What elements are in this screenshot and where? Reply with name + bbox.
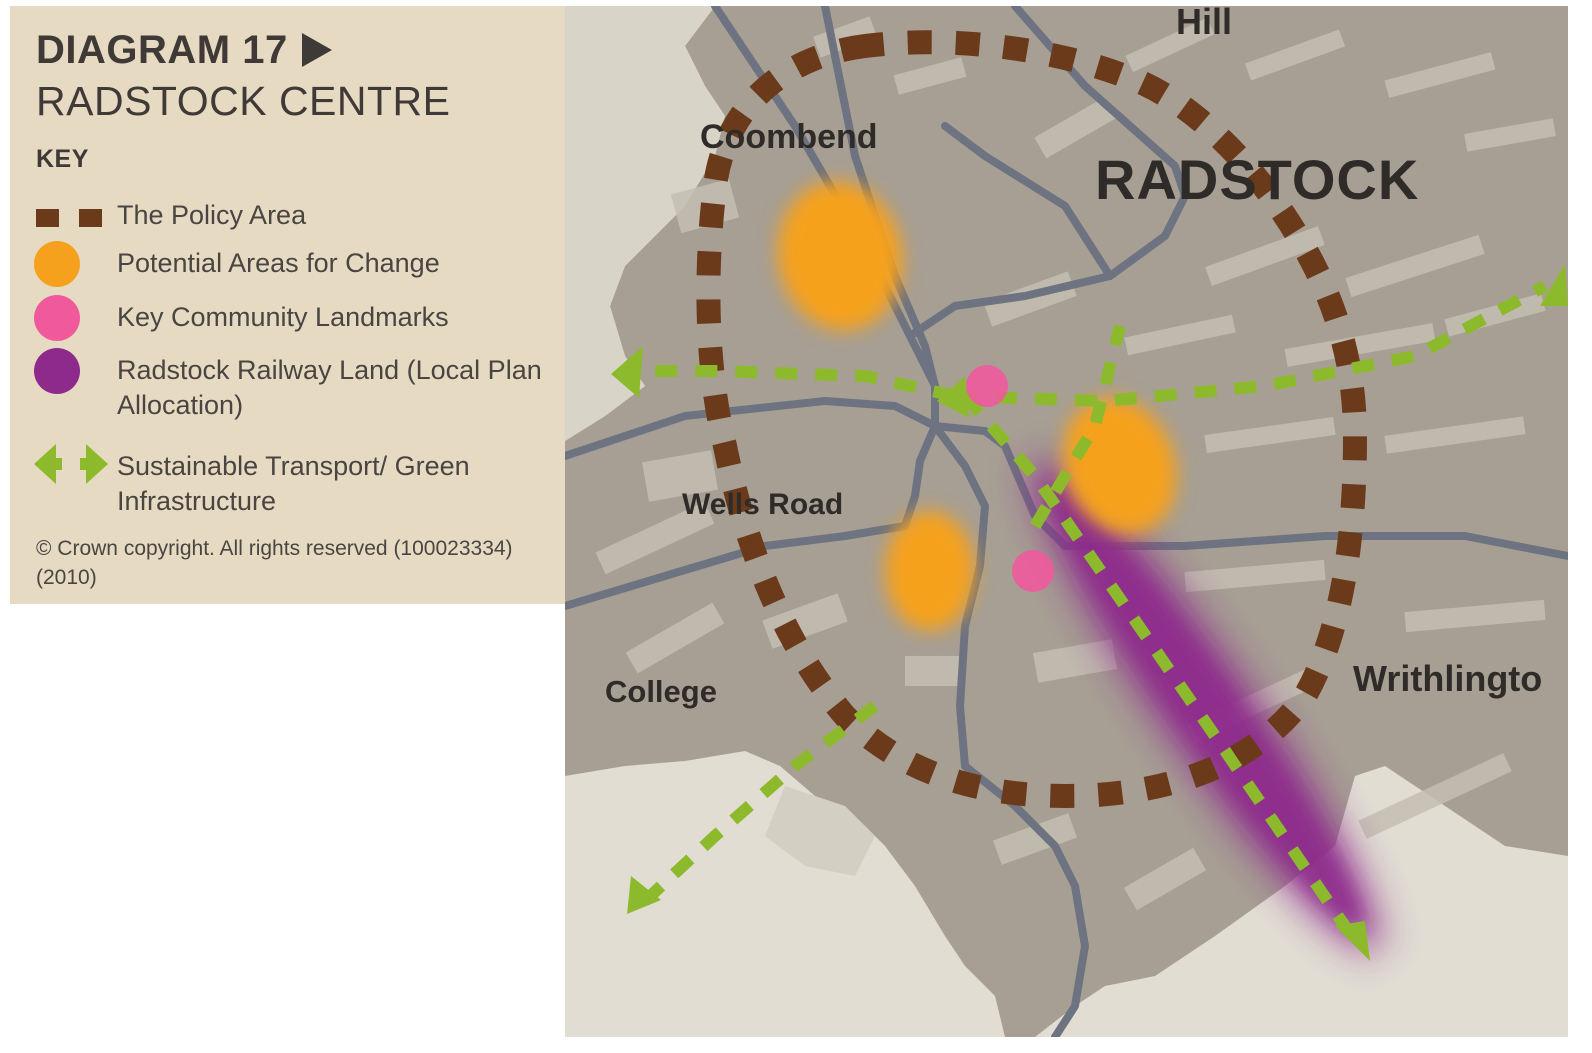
label-wells-road: Wells Road [682, 488, 843, 521]
diagram-number: DIAGRAM 17 [36, 28, 288, 72]
legend-label-railway-land: Radstock Railway Land (Local Plan Alloca… [117, 355, 542, 420]
green-arrow-west-icon [611, 346, 643, 398]
areas-for-change [777, 181, 1177, 631]
open-land-patch-south [765, 786, 875, 876]
road-network [565, 6, 1568, 1037]
diagram-title: DIAGRAM 17 [36, 28, 332, 73]
legend-label-policy-area: The Policy Area [117, 200, 307, 230]
green-double-arrow-icon [34, 444, 108, 484]
railway-land-zone [1028, 458, 1382, 954]
purple-circle-icon [34, 348, 80, 394]
map-area[interactable]: Hill Coombend RADSTOCK Wells Road Colleg… [565, 6, 1568, 1037]
transport-arrowheads [611, 264, 1568, 961]
orange-circle-icon [34, 241, 80, 287]
policy-area-boundary [696, 30, 1368, 809]
area-for-change-east [1063, 397, 1177, 535]
label-writhlington: Writhlingto [1353, 658, 1542, 699]
radstock-map: Hill Coombend RADSTOCK Wells Road Colleg… [565, 6, 1568, 1037]
key-heading: KEY [36, 145, 89, 173]
label-college: College [605, 674, 717, 709]
green-arrow-centre-icon [937, 376, 969, 418]
area-for-change-coombend [777, 181, 903, 331]
landmark-north [966, 365, 1008, 407]
label-radstock: RADSTOCK [1095, 148, 1419, 211]
label-coombend: Coombend [700, 118, 878, 156]
sustainable-transport-routes [635, 280, 1548, 945]
open-land-patch [565, 6, 725, 441]
legend-label-sustainable-transport: Sustainable Transport/ Green Infrastruct… [117, 451, 470, 516]
label-hill: Hill [1176, 6, 1232, 42]
green-arrow-southeast-icon [1335, 921, 1370, 961]
building-blocks [595, 16, 1556, 911]
legend-label-areas-for-change: Potential Areas for Change [117, 248, 440, 278]
area-for-change-south [885, 511, 975, 631]
play-arrow-icon [301, 33, 332, 67]
green-arrow-southwest-icon [627, 876, 661, 914]
pink-circle-icon [34, 295, 80, 341]
diagram-subtitle: RADSTOCK CENTRE [36, 78, 451, 124]
green-arrow-east-icon [1540, 264, 1568, 306]
copyright-notice: © Crown copyright. All rights reserved (… [36, 537, 513, 589]
landmark-south [1012, 550, 1054, 592]
legend-panel: DIAGRAM 17 RADSTOCK CENTRE KEY The Polic… [10, 6, 565, 604]
legend-label-landmarks: Key Community Landmarks [117, 302, 449, 332]
